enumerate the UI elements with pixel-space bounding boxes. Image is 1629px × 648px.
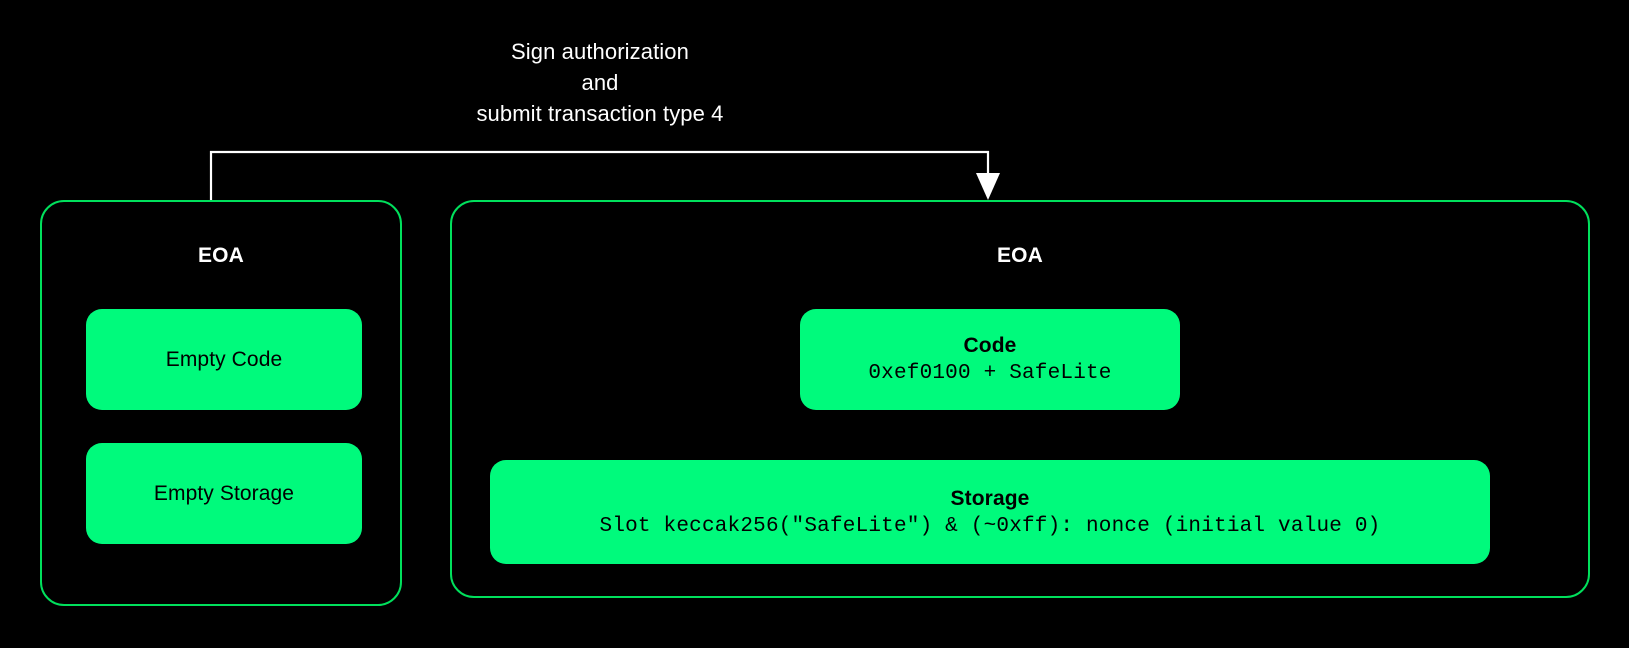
chip-code-label: Code [963,334,1017,357]
eoa-after-box: EOA Code 0xef0100 + SafeLite Storage Slo… [450,200,1590,598]
flow-caption: Sign authorization and submit transactio… [476,39,724,126]
eoa-before-box: EOA Empty Code Empty Storage [40,200,402,606]
chip-storage-value: Slot keccak256("SafeLite") & (~0xff): no… [599,514,1381,538]
arrow-path [209,150,990,200]
chip-code: Code 0xef0100 + SafeLite [800,309,1180,410]
eoa-after-title: EOA [996,244,1044,267]
arrow-head-icon [976,173,1000,200]
chip-storage: Storage Slot keccak256("SafeLite") & (~0… [490,460,1490,564]
eoa-before-title: EOA [197,244,245,267]
chip-empty-storage: Empty Storage [86,443,362,544]
chip-storage-label: Storage [950,486,1030,510]
chip-empty-code: Empty Code [86,309,362,410]
chip-empty-storage-label: Empty Storage [153,481,295,505]
chip-empty-code-label: Empty Code [165,347,283,371]
chip-code-value: 0xef0100 + SafeLite [868,362,1112,385]
